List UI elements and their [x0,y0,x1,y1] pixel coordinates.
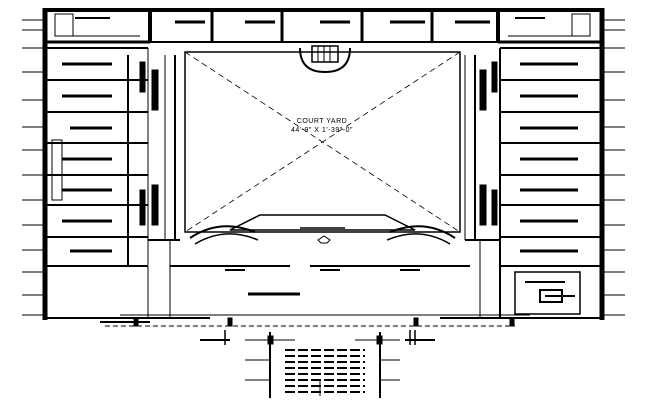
right-wing-rooms [464,47,602,318]
left-grid-ticks [22,19,45,316]
entrance-steps [200,330,435,398]
top-rooms [54,10,591,42]
courtyard-label-group: COURT YARD 44'-9" X 1'-39"-0" [291,118,353,134]
front-hall [100,239,530,327]
left-wing-rooms [45,47,176,267]
courtyard-label: COURT YARD [297,118,347,125]
step-treads [285,349,365,396]
courtyard [184,45,461,245]
right-grid-ticks [602,19,625,316]
courtyard-dimensions: 44'-9" X 1'-39"-0" [291,127,353,134]
outer-walls [42,8,605,327]
